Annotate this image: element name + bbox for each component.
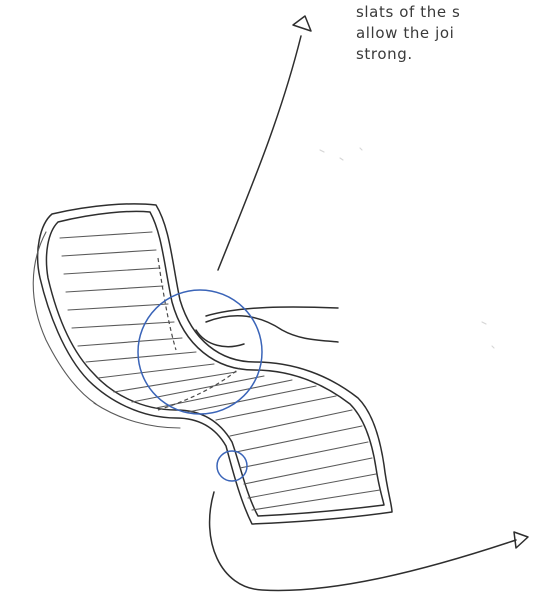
chair-slats: [60, 232, 380, 510]
upper-arrow: [218, 16, 311, 270]
paper-specks: [320, 148, 494, 348]
detail-leader-lines: [196, 307, 338, 347]
large-detail-circle: [138, 290, 262, 414]
